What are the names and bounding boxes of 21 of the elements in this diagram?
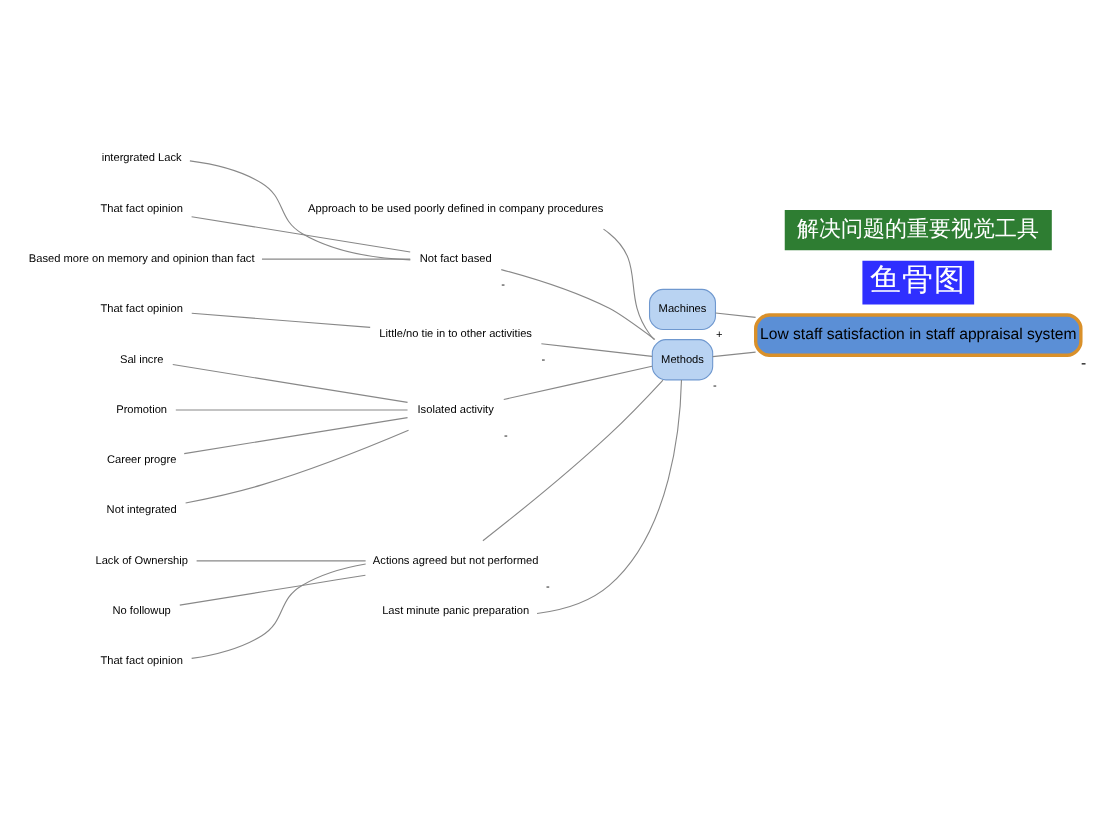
connector <box>191 311 371 327</box>
connector <box>185 428 410 503</box>
connector <box>714 311 757 317</box>
connector <box>712 350 757 357</box>
connector <box>189 159 411 260</box>
connector <box>536 378 682 614</box>
connector <box>482 378 664 541</box>
connector <box>261 257 411 259</box>
connector <box>503 364 653 400</box>
connector <box>172 363 409 402</box>
label: 鱼骨图 <box>870 259 967 298</box>
connector <box>175 408 409 410</box>
connector <box>191 215 411 252</box>
connector <box>602 227 655 339</box>
connector <box>179 573 366 605</box>
connector <box>191 562 367 658</box>
connector <box>540 342 653 356</box>
connector <box>196 559 367 561</box>
connector <box>183 416 409 454</box>
connector <box>500 268 656 340</box>
label: 解决问题的重要视觉工具 <box>797 214 1040 241</box>
